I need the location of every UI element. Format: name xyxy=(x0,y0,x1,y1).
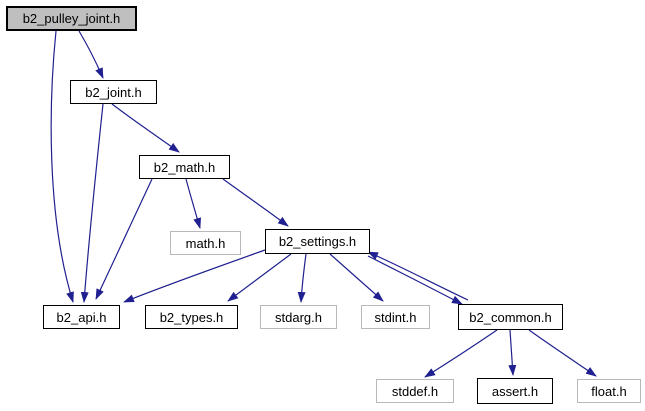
node-math_h: math.h xyxy=(170,231,241,255)
edge-b2_settings_h-to-b2_common_h xyxy=(367,255,463,305)
node-b2_common_h[interactable]: b2_common.h xyxy=(458,304,563,330)
edge-b2_common_h-to-float_h xyxy=(528,329,597,377)
node-label: assert.h xyxy=(491,383,539,399)
edge-b2_math_h-to-b2_settings_h xyxy=(222,178,289,227)
edge-b2_pulley_joint_h-to-b2_api_h xyxy=(50,30,74,303)
node-label: b2_api.h xyxy=(56,309,107,325)
edge-b2_settings_h-to-b2_api_h xyxy=(123,249,266,303)
node-b2_math_h[interactable]: b2_math.h xyxy=(139,155,230,179)
node-label: b2_joint.h xyxy=(85,84,142,100)
node-b2_pulley_joint_h: b2_pulley_joint.h xyxy=(6,6,137,31)
node-label: stdarg.h xyxy=(275,309,322,325)
edge-b2_pulley_joint_h-to-b2_joint_h xyxy=(78,30,104,79)
node-b2_api_h[interactable]: b2_api.h xyxy=(43,305,120,329)
node-float_h: float.h xyxy=(577,379,641,403)
edge-b2_joint_h-to-b2_math_h xyxy=(111,103,180,153)
node-label: stddef.h xyxy=(391,383,439,399)
edge-b2_settings_h-to-stdarg_h xyxy=(297,253,307,303)
node-label: stdint.h xyxy=(374,309,417,325)
node-label: b2_pulley_joint.h xyxy=(22,11,121,26)
node-assert_h[interactable]: assert.h xyxy=(477,378,553,404)
node-label: math.h xyxy=(185,235,226,251)
edge-b2_common_h-to-b2_settings_h xyxy=(367,251,469,301)
node-label: b2_math.h xyxy=(153,159,216,175)
node-b2_joint_h[interactable]: b2_joint.h xyxy=(70,80,157,104)
edge-b2_math_h-to-b2_api_h xyxy=(95,178,153,300)
node-label: b2_types.h xyxy=(159,309,224,325)
node-label: b2_common.h xyxy=(469,309,552,325)
edge-b2_joint_h-to-b2_api_h xyxy=(80,103,104,303)
edge-b2_common_h-to-assert_h xyxy=(508,329,517,376)
node-stdint_h: stdint.h xyxy=(361,305,430,329)
node-stddef_h: stddef.h xyxy=(376,379,454,403)
node-label: float.h xyxy=(591,383,627,399)
edge-b2_common_h-to-stddef_h xyxy=(424,329,498,378)
edge-b2_settings_h-to-stdint_h xyxy=(329,253,384,302)
node-label: b2_settings.h xyxy=(278,234,357,249)
node-stdarg_h: stdarg.h xyxy=(260,305,337,329)
node-b2_settings_h[interactable]: b2_settings.h xyxy=(265,229,370,254)
node-b2_types_h[interactable]: b2_types.h xyxy=(145,305,238,329)
edge-b2_math_h-to-math_h xyxy=(185,178,202,229)
edge-b2_settings_h-to-b2_types_h xyxy=(227,253,292,302)
